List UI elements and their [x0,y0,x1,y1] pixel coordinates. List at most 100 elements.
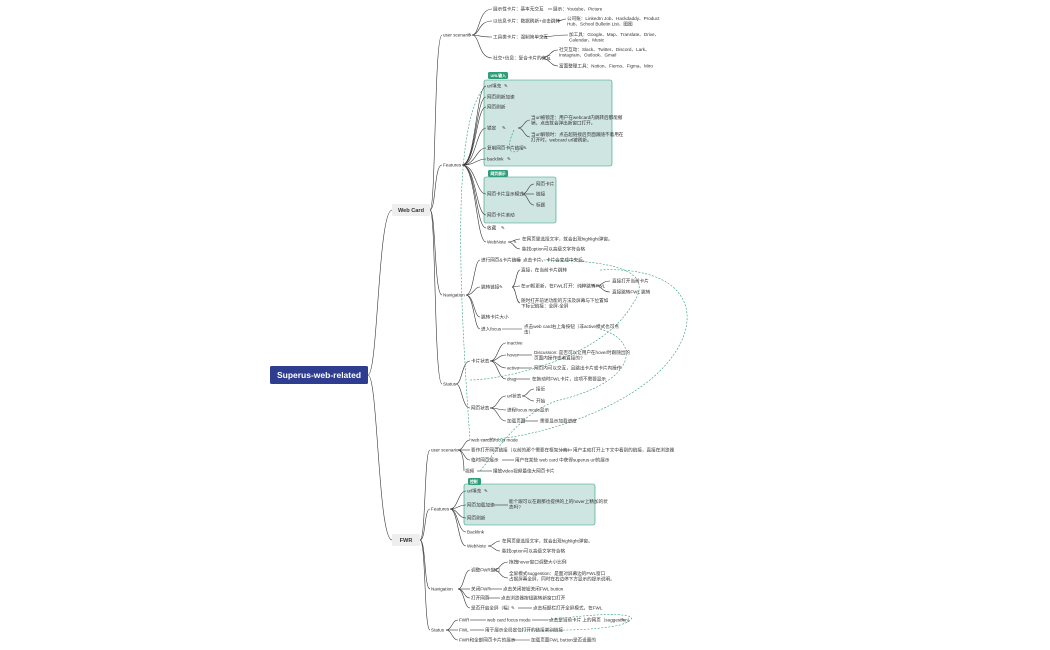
wc-status[interactable]: Status [443,382,457,387]
wc-display-mode-3[interactable]: 标题 [536,202,546,209]
fwr-branch[interactable] [392,534,420,546]
fwr-adjust-1: 拖拽hover窗口调整大小比例 [509,559,567,566]
wc-state-inactive[interactable]: inactive [507,341,523,346]
wc-webnote[interactable]: WebNote [487,240,507,245]
wc-state-drag[interactable]: drag [507,377,517,382]
wc-backlink[interactable]: backlink [487,157,504,162]
wc-focus-page[interactable]: 进程focus mode显示 [507,407,550,414]
fwr-us-item-4-detail: 播放video视频最佳大网页卡片 [493,468,555,475]
note-icon: ✎ [621,618,625,623]
fwr-us-item-2-detail: 用户主动打开上下文中看到的链接，直接在浏览器 [573,447,674,454]
note-icon: ✎ [511,606,515,611]
wc-us-item-3-detail: 加工具：Google、Map、Translate、Drive、Calendar、… [569,31,659,43]
fwr-status-fwr[interactable]: FWR [459,618,470,623]
wc-load-page[interactable]: 加载页面 [507,418,526,425]
fwr-us-item-3[interactable]: 临时网页展示 [471,457,499,464]
wc-focus[interactable]: 进入focus [481,326,502,333]
note-icon: ✎ [501,226,505,231]
wc-card-size[interactable]: 跳转卡片大小 [481,314,509,321]
fwr-us-item-4[interactable]: 视频 [465,468,475,475]
wc-us-item-1[interactable]: 展示性卡片：基本无交互 [493,6,544,13]
fwr-shrink[interactable]: 打开网页 [471,595,490,602]
wc-open-link[interactable]: 进行网页&卡片链接 [481,257,521,264]
fwr-refresh[interactable]: 网页刷新 [467,515,486,522]
fwr-fullscreen[interactable]: 是否开启全屏（幅） [471,605,512,612]
fwr-webnote-2: 能找option可以高级文字符合格 [502,548,565,555]
url-input-group [483,79,613,167]
wc-copy-link[interactable]: 复制网页卡片链接 [487,145,524,152]
root-title: Superus-web-related [277,370,361,380]
web-display-tag [488,170,508,177]
fwr-adjust[interactable]: 调整FWR窗口 [471,567,500,574]
wc-bookmark[interactable]: 收藏 [487,225,497,232]
fwr-control-tag-text: 控制 [470,479,478,484]
fwr-status[interactable]: Status [431,628,445,633]
wc-focus-detail: 点击web card右上角按钮（非active模式也可点击） [524,323,619,336]
note-icon: ✎ [502,126,506,131]
root-node[interactable] [270,366,368,384]
wc-navigation[interactable]: Navigation [443,293,465,298]
fwr-backlink[interactable]: Backlink [467,530,485,535]
fwr-status-all-detail: 加载页面FWL button是否设置的 [531,637,596,644]
url-input-tag-text: URL输入 [491,73,507,78]
fwr-url-fill[interactable]: url填充 [467,488,482,495]
wc-url-substate-1: 接近 [536,386,546,393]
wc-us-item-2[interactable]: 以信息卡片：数据刷新+点击跳转 [493,18,560,25]
fwr-close-detail: 点击关闭按钮关闭FWL button [503,586,564,593]
wc-url-refresh[interactable]: 网页刷新 [487,104,506,111]
wc-us-item-3[interactable]: 工具类卡片：强制简单交互 [493,34,549,41]
fwr-status-fwl-detail: 用于展示全局定位打开的链接类别链接 [485,627,564,634]
wc-display-mode[interactable]: 网页卡片显示模式 [487,191,524,198]
wc-url-fill[interactable]: url填充 [487,83,502,90]
wc-us-item-4[interactable]: 社交+信息：复合卡片的交互 [493,55,551,62]
wc-url-accelerate[interactable]: 网页刷新加速 [487,94,515,101]
fwr-load-accelerate[interactable]: 网页加载加速 [467,502,495,509]
fwr-shrink-detail: 点击浏览器按钮跳转新窗口打开 [501,595,566,602]
fwr-branch-label: FWR [400,538,413,544]
note-icon: ✎ [499,285,503,290]
web-card-branch[interactable] [392,204,430,216]
fwr-control-tag [468,478,481,485]
web-card-branch-label: Web Card [398,208,425,214]
wc-features[interactable]: Features [443,163,462,168]
wc-state-hover-detail: Discussion: 是否可以让用户在hover时跟随出的页面内操作或者直接的… [534,349,630,362]
fwr-close[interactable]: 关闭FWR [471,586,491,593]
web-display-tag-text: 网页展示 [491,171,506,176]
wc-webnote-2: 能找option可以高级文字符合格 [522,246,585,253]
fwr-us-item-2[interactable]: 要作打开网页链接（以前的那个需要在框架分离） [471,447,572,454]
wc-display-mode-1[interactable]: 网页卡片 [536,181,555,188]
note-icon: ✎ [504,84,508,89]
fwr-status-fwr-sub: 点击是当前卡片 上的网页（suggestion） [549,617,632,624]
web-display-group [483,176,557,224]
fwr-adjust-2: 全屏模式suggestion：是面对屏幕边的FWL窗口占据屏幕全屏，同时在右边停… [509,570,615,583]
wc-webnote-1: 在网页里选择文字，就会出现highlight弹窗。 [522,236,613,243]
wc-state-hover[interactable]: hover [507,353,519,358]
wc-display-mode-2[interactable]: 链接 [536,191,546,198]
wc-page-status[interactable]: 网页状态 [471,405,490,412]
fwr-navigation[interactable]: Navigation [431,587,453,592]
fwr-webnote-1: 在网页里选择文字，就会出现highlight弹窗。 [502,538,593,545]
fwr-status-fwl[interactable]: FWL [459,628,469,633]
note-icon: ✎ [523,146,527,151]
fwr-user-scenario[interactable]: user scenario [431,448,459,453]
wc-jump[interactable]: 跳转链接 [481,284,500,291]
wc-state-active[interactable]: active [507,366,519,371]
wc-lock[interactable]: 锁定 [487,125,497,132]
wc-card-scroll[interactable]: 网页卡片滚动 [487,212,515,219]
fwr-us-item-1[interactable]: web card的focus mode [471,437,518,444]
url-input-tag [488,72,508,79]
note-icon: ✎ [513,240,517,245]
wc-user-scenario[interactable]: user scenario [443,33,471,38]
wc-card-status[interactable]: 卡片状态 [471,358,490,365]
wc-url-state[interactable]: url状态 [507,393,522,399]
wc-open-link-detail: 点击卡片，卡片会变成中央后。 [523,257,587,264]
notes-icon: ✎ [468,33,472,38]
wc-load-detail: 需要显示加载进度 [540,418,577,425]
wc-jump-2: 在url框更新，在FWL打开：纯粹跳转FWL [521,283,606,290]
wc-us-item-4-detail-b: 富面整理工具：Notion、Fierno、Figma、Miro [559,63,653,70]
fwr-status-all[interactable]: FWR和全部网页卡片的展示 [459,637,516,644]
fwr-webnote[interactable]: WebNote [467,544,487,549]
fwr-features[interactable]: Features [431,507,450,512]
wc-jump-sub-2: 直接跳转FWL 跳转 [612,289,651,296]
